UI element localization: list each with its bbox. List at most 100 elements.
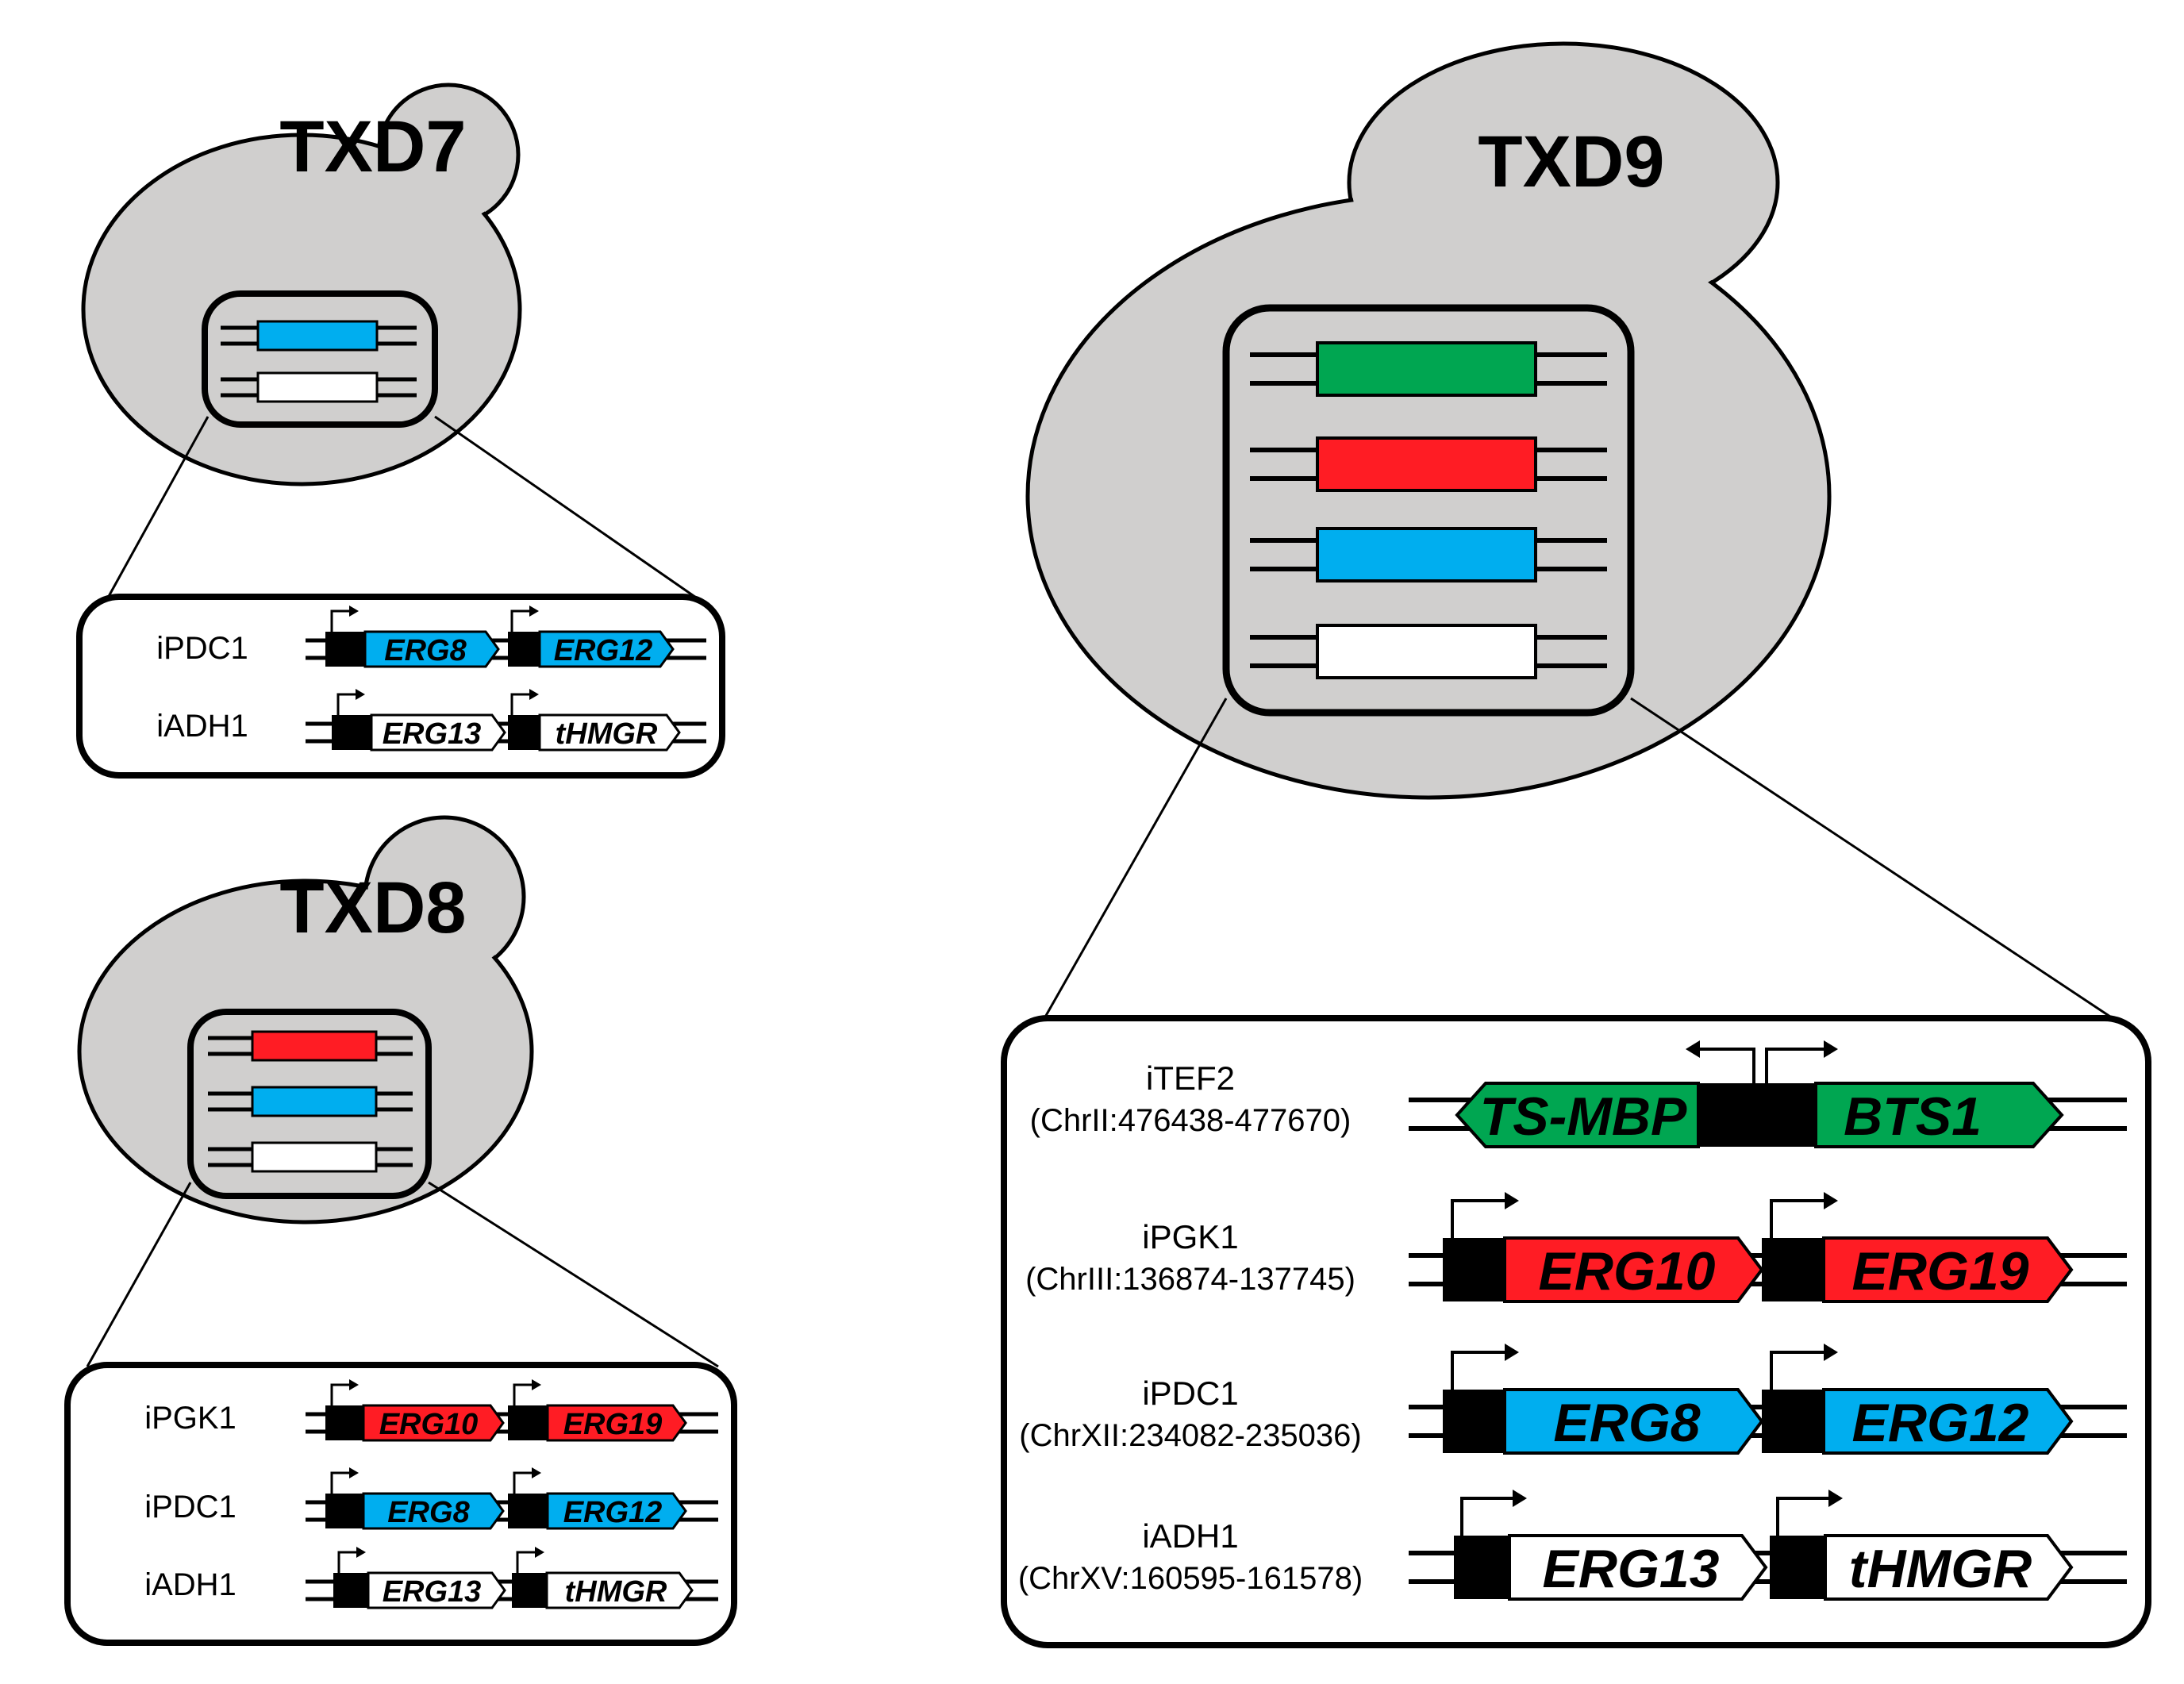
strain-title-txd9: TXD9: [1478, 121, 1664, 202]
promoter-block: [508, 715, 540, 750]
locus-construct: ERG13 tHMGR: [306, 689, 706, 752]
locus-construct: ERG13 tHMGR: [1409, 1490, 2127, 1601]
strain-txd7: TXD7 iPDC1 ERG8: [76, 83, 725, 779]
promoter-block: [508, 632, 540, 667]
promoter-block: [512, 1573, 547, 1608]
chromosome-bar: [1250, 436, 1607, 492]
promoter-arrow-icon: [1460, 1497, 1514, 1536]
gene-arrow: [362, 1404, 505, 1442]
promoter-block: [332, 715, 371, 750]
zoom-line: [106, 416, 210, 600]
strain-title-txd7: TXD7: [279, 106, 466, 187]
gene-label: ERG19: [563, 1408, 663, 1441]
nucleus-txd7: [202, 290, 438, 428]
promoter-arrow-icon: [1451, 1199, 1506, 1238]
promoter-arrow-icon: [513, 1383, 536, 1405]
gene-label: tHMGR: [556, 717, 658, 751]
locus-name: iPGK1: [1142, 1218, 1238, 1255]
gene-arrow: [1824, 1534, 2074, 1601]
locus-construct: TS-MBP BTS1: [1409, 1040, 2127, 1148]
gene-label: ERG12: [1852, 1393, 2029, 1453]
promoter-block: [1770, 1536, 1825, 1599]
chromosome-bar: [208, 1141, 413, 1173]
promoter-arrow-icon: [1698, 1048, 1755, 1083]
zoom-line: [1042, 698, 1228, 1021]
locus-panel-txd9: [1001, 1015, 2151, 1648]
zoom-line: [1630, 697, 2116, 1021]
chromosome-bar: [1250, 624, 1607, 679]
gene-arrow: [1822, 1388, 2074, 1455]
chromosome-bar: [221, 371, 417, 403]
locus-coordinates: (ChrII:476438-477670): [1030, 1103, 1352, 1138]
gene-arrow: [538, 630, 675, 668]
promoter-arrow-icon: [330, 1383, 353, 1405]
chromosome-bar: [221, 320, 417, 352]
gene-label: ERG13: [1543, 1539, 1720, 1599]
gene-label: BTS1: [1844, 1086, 1982, 1147]
promoter-block: [333, 1573, 368, 1608]
locus-name: iADH1: [1142, 1517, 1238, 1555]
promoter-arrow-icon: [516, 1551, 539, 1573]
locus-construct: ERG10 ERG19: [306, 1379, 718, 1442]
strain-title-txd8: TXD8: [279, 867, 466, 948]
promoter-block: [508, 1405, 548, 1440]
locus-name: iPDC1: [156, 631, 248, 666]
locus-name: iTEF2: [1146, 1059, 1235, 1097]
gene-label: ERG8: [384, 634, 467, 667]
gene-label: ERG13: [383, 1575, 482, 1609]
promoter-arrow-icon: [330, 609, 353, 632]
chromosome-bars-txd7: [221, 320, 417, 403]
promoter-arrow-icon: [513, 1471, 536, 1494]
promoter-arrow-icon: [337, 1551, 360, 1573]
gene-label: ERG8: [387, 1496, 470, 1529]
gene-arrow: [1822, 1236, 2074, 1303]
zoom-line: [86, 1182, 192, 1367]
gene-arrow: [367, 1571, 506, 1609]
promoter-block: [1698, 1083, 1816, 1147]
promoter-block: [1443, 1238, 1505, 1301]
promoter-block: [325, 632, 365, 667]
chromosome-bars-txd9: [1250, 341, 1607, 679]
gene-label: ERG12: [554, 634, 653, 667]
promoter-block: [1454, 1536, 1509, 1599]
chromosome-bar: [208, 1030, 413, 1062]
promoter-block: [325, 1494, 363, 1528]
locus-name: iPDC1: [144, 1490, 236, 1524]
locus-name: iADH1: [156, 709, 248, 744]
locus-construct: ERG13 tHMGR: [306, 1547, 718, 1609]
locus-name: iPDC1: [1142, 1374, 1238, 1412]
gene-label: ERG8: [1553, 1393, 1700, 1453]
chromosome-bar: [208, 1086, 413, 1117]
gene-arrow: [370, 713, 506, 752]
locus-coordinates: (ChrIII:136874-137745): [1025, 1262, 1355, 1297]
zoom-line: [428, 1181, 719, 1368]
gene-label: ERG10: [379, 1408, 479, 1441]
strain-txd9: TXD9: [1001, 41, 2151, 1648]
gene-label: ERG12: [563, 1496, 663, 1529]
promoter-arrow-icon: [1770, 1199, 1825, 1238]
promoter-arrow-icon: [330, 1471, 353, 1494]
locus-coordinates: (ChrXII:234082-235036): [1019, 1418, 1361, 1453]
promoter-arrow-icon: [510, 693, 533, 715]
gene-arrow: [538, 713, 681, 752]
gene-arrow: [1503, 1388, 1764, 1455]
gene-label: tHMGR: [1849, 1539, 2032, 1599]
chromosome-bar: [1250, 527, 1607, 582]
promoter-block: [1762, 1238, 1824, 1301]
locus-construct: ERG8 ERG12: [306, 606, 706, 668]
promoter-arrow-icon: [1765, 1048, 1825, 1083]
chromosome-bar: [1250, 341, 1607, 397]
locus-construct: ERG10 ERG19: [1409, 1192, 2127, 1303]
nucleus-txd9: [1222, 304, 1635, 717]
locus-coordinates: (ChrXV:160595-161578): [1018, 1561, 1363, 1596]
promoter-arrow-icon: [1451, 1351, 1506, 1390]
gene-label: ERG10: [1539, 1241, 1716, 1301]
gene-arrow: [545, 1571, 694, 1609]
promoter-arrow-icon: [1776, 1497, 1830, 1536]
gene-arrow: [362, 1492, 505, 1530]
zoom-line: [434, 415, 699, 601]
gene-arrow: [1814, 1082, 2064, 1148]
locus-name: iPGK1: [144, 1401, 236, 1436]
gene-arrow: [1508, 1534, 1768, 1601]
